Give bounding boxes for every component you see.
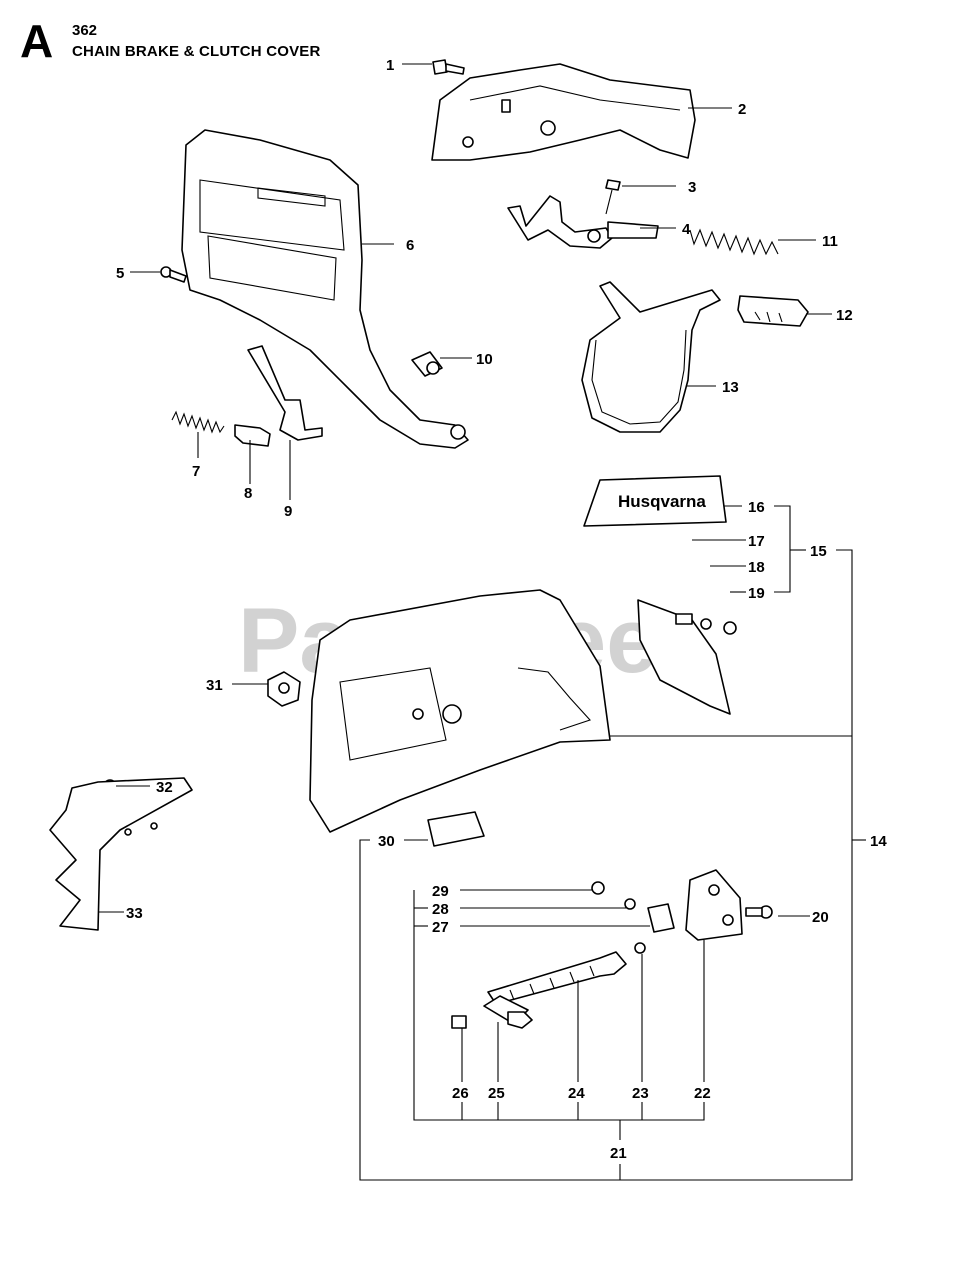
part-18-washer [700,618,712,630]
callout-4: 4 [682,221,691,238]
part-2-brake-cover-plate [431,63,696,161]
part-10-bushing [411,351,443,377]
leader-lines [98,63,866,1181]
part-26-nut [451,1015,467,1029]
section-letter: A [20,15,54,67]
callout-30: 30 [378,833,395,850]
callout-32: 32 [156,779,173,796]
part-13-brake-band [581,281,721,433]
part-20-screw [745,905,773,919]
callout-20: 20 [812,909,829,926]
part-31-nut [267,671,301,707]
part-11-spring [689,228,779,256]
callout-31: 31 [206,677,223,694]
part-4-brake-lever [507,195,659,249]
part-23-washer [634,942,646,954]
callout-29: 29 [432,883,449,900]
callout-18: 18 [748,559,765,576]
part-9-lever [247,345,323,441]
callout-3: 3 [688,179,696,196]
part-5-screw [160,266,187,283]
callout-7: 7 [192,463,200,480]
callout-11: 11 [822,233,838,250]
part-1-screw [432,59,465,75]
decal-brand-text: Husqvarna [618,492,706,511]
part-19-screw [723,621,737,635]
part-30-pad [427,811,485,847]
callout-labels: 1 2 3 4 5 6 7 8 9 10 11 12 13 14 15 16 1… [116,57,887,1162]
callout-16: 16 [748,499,765,516]
callout-19: 19 [748,585,765,602]
callout-1: 1 [386,57,394,74]
callout-15: 15 [810,543,827,560]
callout-23: 23 [632,1085,649,1102]
model-number: 362 [72,22,98,39]
part-27-gear [647,903,675,933]
callout-6: 6 [406,237,414,254]
callout-10: 10 [476,351,493,368]
part-6-hand-guard [181,129,469,449]
callout-21: 21 [610,1145,627,1162]
part-8-block [234,424,271,447]
part-33-spike-bumper [49,777,193,931]
callout-14: 14 [870,833,887,850]
callout-28: 28 [432,901,449,918]
part-24-adjusting-screw [487,951,627,1005]
callout-5: 5 [116,265,124,282]
callout-8: 8 [244,485,252,502]
part-29-washer [591,881,605,895]
callout-17: 17 [748,533,765,550]
part-28-washer [624,898,636,910]
callout-22: 22 [694,1085,711,1102]
part-22-tensioner-plate [685,869,743,941]
callout-26: 26 [452,1085,469,1102]
part-7-spring [171,410,225,434]
callout-12: 12 [836,307,853,324]
diagram-title: CHAIN BRAKE & CLUTCH COVER [72,43,321,60]
callout-24: 24 [568,1085,585,1102]
part-12-sleeve [737,295,809,327]
part-15-cover-plate [637,599,731,715]
part-3-screw [605,179,621,215]
callout-9: 9 [284,503,292,520]
part-17-stud [675,613,693,625]
part-14-clutch-cover [309,589,611,833]
callout-25: 25 [488,1085,505,1102]
callout-2: 2 [738,101,746,118]
callout-33: 33 [126,905,143,922]
part-25-tensioner-nut [483,995,533,1029]
callout-27: 27 [432,919,449,936]
part-16-decal: Husqvarna [583,475,727,527]
callout-13: 13 [722,379,739,396]
